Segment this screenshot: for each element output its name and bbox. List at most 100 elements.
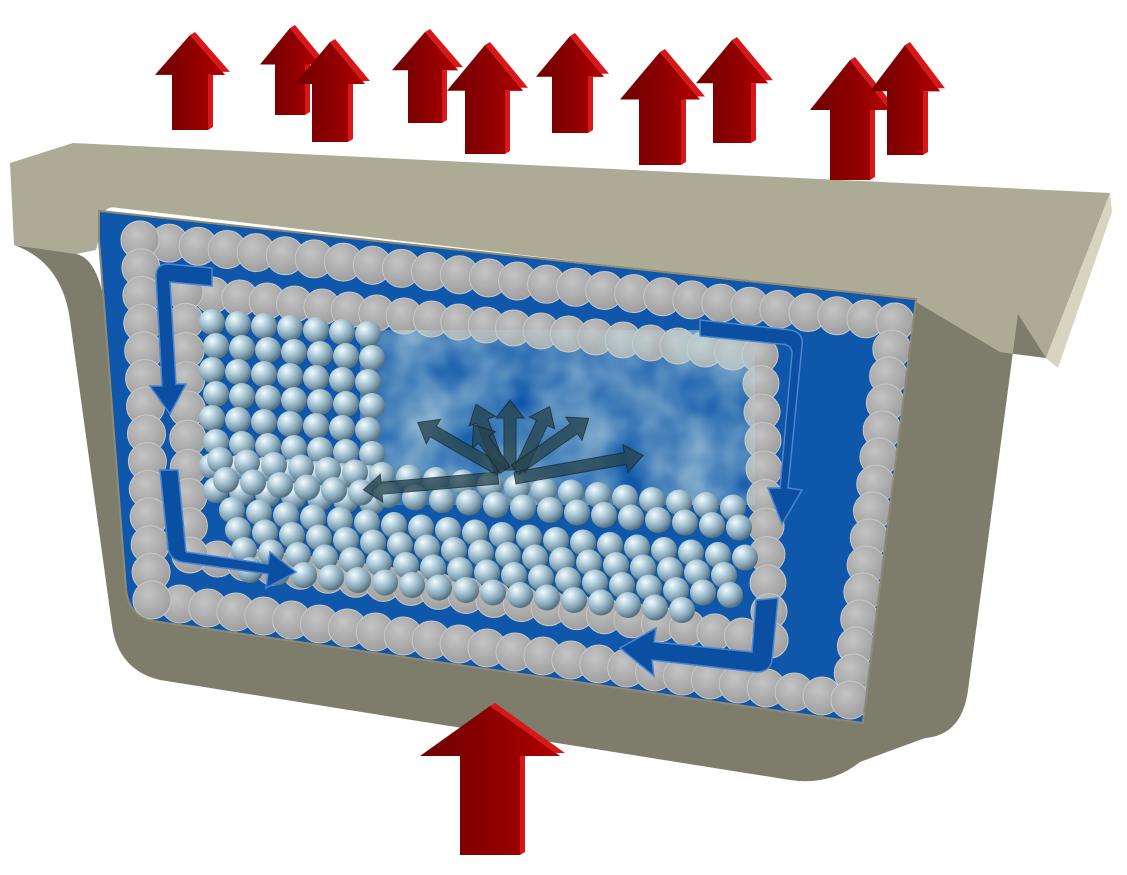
packed-sphere	[303, 317, 329, 343]
packed-sphere	[678, 539, 704, 566]
packed-sphere	[333, 391, 359, 417]
packed-sphere	[474, 559, 500, 586]
packed-sphere	[414, 534, 440, 561]
vapor-spread-arrow-icon	[362, 471, 500, 504]
housing-front-face	[14, 245, 1046, 782]
packed-sphere	[726, 514, 752, 541]
packed-sphere	[207, 447, 233, 473]
heat-in-arrows	[420, 703, 565, 855]
packed-sphere	[570, 529, 596, 556]
packed-sphere	[229, 335, 255, 361]
packed-sphere	[588, 589, 614, 616]
packed-sphere	[651, 537, 677, 563]
packed-sphere	[277, 315, 303, 341]
packed-sphere	[597, 532, 623, 558]
packed-sphere	[225, 407, 251, 433]
packed-sphere	[342, 459, 368, 486]
housing-top-surface	[10, 143, 1110, 358]
packed-sphere	[624, 534, 650, 561]
heat-in-arrow-icon	[420, 703, 565, 855]
packed-sphere	[203, 333, 229, 359]
packed-sphere	[251, 313, 277, 339]
packed-sphere	[456, 489, 482, 516]
packed-sphere	[303, 365, 329, 391]
packed-sphere	[543, 527, 569, 553]
wick-particle	[132, 580, 172, 620]
packed-sphere	[231, 537, 257, 563]
packed-sphere	[251, 409, 277, 435]
packed-sphere	[516, 524, 542, 551]
packed-sphere	[468, 539, 494, 566]
heat-out-arrow-icon	[620, 49, 705, 165]
packed-sphere	[329, 367, 355, 393]
packed-sphere	[333, 439, 359, 465]
packed-sphere	[399, 572, 425, 598]
packed-sphere	[225, 311, 251, 337]
packed-sphere	[711, 562, 737, 588]
packed-sphere	[372, 569, 398, 596]
packed-sphere	[333, 527, 359, 553]
packed-sphere	[281, 339, 307, 365]
packed-sphere	[672, 509, 698, 536]
packed-sphere	[429, 487, 455, 513]
packed-sphere	[359, 393, 385, 419]
packed-sphere	[435, 517, 461, 543]
packed-sphere	[240, 469, 266, 496]
packed-sphere	[558, 479, 584, 506]
packed-sphere	[229, 383, 255, 409]
packed-sphere	[360, 529, 386, 556]
heat-out-arrow-icon	[295, 39, 370, 142]
packed-sphere	[690, 579, 716, 606]
vapor-spread-arrow-icon	[471, 424, 511, 475]
heat-out-arrow-icon	[810, 57, 895, 180]
packed-sphere	[251, 361, 277, 387]
packed-sphere	[303, 413, 329, 439]
packed-sphere	[355, 369, 381, 395]
packed-sphere	[408, 514, 434, 541]
packed-sphere	[312, 544, 338, 571]
packed-sphere	[561, 587, 587, 613]
packed-sphere	[277, 411, 303, 437]
packed-sphere	[294, 474, 320, 501]
heat-out-arrow-icon	[536, 33, 609, 133]
vapor-spread-arrow-icon	[494, 399, 526, 471]
packed-sphere	[261, 452, 287, 478]
packed-sphere	[199, 405, 225, 431]
heat-out-arrow-icon	[155, 32, 230, 130]
heat-out-arrow-icon	[870, 42, 945, 155]
packed-sphere	[615, 592, 641, 618]
packed-sphere	[462, 519, 488, 546]
vapor-spread-arrows	[362, 399, 644, 504]
packed-sphere	[252, 519, 278, 546]
packed-sphere	[639, 487, 665, 513]
packed-sphere	[645, 507, 671, 533]
packed-sphere	[642, 594, 668, 621]
packed-sphere	[528, 564, 554, 591]
packed-sphere	[329, 319, 355, 345]
packed-sphere	[306, 524, 332, 551]
packed-sphere	[555, 567, 581, 593]
packed-sphere	[213, 467, 239, 493]
liquid-circulation-arrow-icon	[618, 597, 779, 678]
packed-sphere	[307, 341, 333, 367]
packed-sphere	[333, 343, 359, 369]
packed-sphere	[225, 517, 251, 543]
packed-sphere	[255, 337, 281, 363]
packed-sphere	[591, 502, 617, 528]
packed-sphere	[345, 567, 371, 593]
packed-sphere	[199, 357, 225, 383]
packed-sphere	[447, 557, 473, 583]
housing-lip-right	[1046, 193, 1112, 368]
packed-sphere	[663, 577, 689, 603]
packed-sphere	[510, 494, 536, 521]
packed-sphere	[329, 415, 355, 441]
packed-sphere	[234, 449, 260, 476]
liquid-circulation-arrow-icon	[148, 263, 213, 416]
packed-sphere	[355, 321, 381, 347]
packed-sphere	[355, 417, 381, 443]
packed-sphere	[732, 544, 758, 571]
packed-sphere	[582, 569, 608, 596]
packed-sphere	[612, 484, 638, 511]
